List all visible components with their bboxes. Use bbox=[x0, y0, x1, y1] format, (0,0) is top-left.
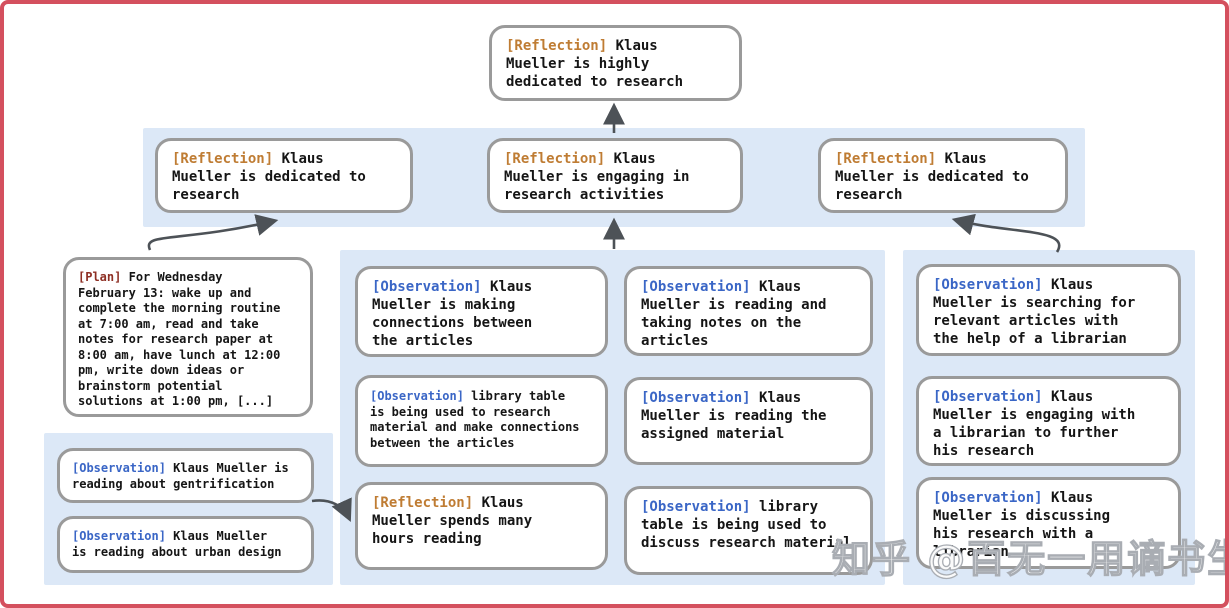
node-text: Klaus Mueller spends many hours reading bbox=[372, 495, 533, 547]
observation-tag: [Observation] bbox=[72, 529, 166, 543]
node-top-reflection: [Reflection] Klaus Mueller is highly ded… bbox=[489, 25, 742, 101]
node-text: Klaus Mueller is reading about gentrific… bbox=[72, 461, 289, 491]
observation-tag: [Observation] bbox=[372, 279, 482, 295]
observation-tag: [Observation] bbox=[933, 277, 1043, 293]
node-text: Klaus Mueller is engaging with a librari… bbox=[933, 389, 1136, 459]
node-observation-gentrification: [Observation] Klaus Mueller is reading a… bbox=[57, 448, 314, 503]
reflection-tag: [Reflection] bbox=[506, 38, 608, 54]
node-observation-assigned-material: [Observation] Klaus Mueller is reading t… bbox=[624, 377, 873, 465]
observation-tag: [Observation] bbox=[641, 499, 751, 515]
node-text: library table is being used to research … bbox=[370, 389, 580, 450]
node-observation-taking-notes: [Observation] Klaus Mueller is reading a… bbox=[624, 266, 873, 356]
node-text: library table is being used to discuss r… bbox=[641, 499, 852, 551]
node-text: Klaus Mueller is dedicated to research bbox=[172, 151, 366, 203]
node-text: Klaus Mueller is making connections betw… bbox=[372, 279, 533, 349]
reflection-tag: [Reflection] bbox=[835, 151, 937, 167]
node-text: Klaus Mueller is dedicated to research bbox=[835, 151, 1029, 203]
observation-tag: [Observation] bbox=[370, 389, 464, 403]
node-observation-urban-design: [Observation] Klaus Mueller is reading a… bbox=[57, 516, 314, 573]
node-reflection-left: [Reflection] Klaus Mueller is dedicated … bbox=[155, 138, 413, 213]
node-text: Klaus Mueller is discussing his research… bbox=[933, 490, 1111, 560]
reflection-tag: [Reflection] bbox=[504, 151, 606, 167]
node-plan: [Plan] For Wednesday February 13: wake u… bbox=[63, 257, 313, 417]
observation-tag: [Observation] bbox=[933, 490, 1043, 506]
node-text: For Wednesday February 13: wake up and c… bbox=[78, 270, 281, 408]
observation-tag: [Observation] bbox=[933, 389, 1043, 405]
node-text: Klaus Mueller is engaging in research ac… bbox=[504, 151, 690, 203]
zhihu-watermark: 知乎 @百无一用谪书生 bbox=[831, 536, 1229, 581]
observation-tag: [Observation] bbox=[641, 279, 751, 295]
node-reflection-right: [Reflection] Klaus Mueller is dedicated … bbox=[818, 138, 1068, 213]
node-observation-connections: [Observation] Klaus Mueller is making co… bbox=[355, 266, 608, 357]
node-text: Klaus Mueller is reading about urban des… bbox=[72, 529, 282, 559]
node-text: Klaus Mueller is highly dedicated to res… bbox=[506, 38, 684, 90]
plan-tag: [Plan] bbox=[78, 270, 122, 284]
node-observation-discussing-librarian: [Observation] Klaus Mueller is discussin… bbox=[916, 477, 1181, 569]
node-text: Klaus Mueller is reading the assigned ma… bbox=[641, 390, 827, 442]
observation-tag: [Observation] bbox=[72, 461, 166, 475]
node-observation-searching-articles: [Observation] Klaus Mueller is searching… bbox=[916, 264, 1181, 356]
node-reflection-middle: [Reflection] Klaus Mueller is engaging i… bbox=[487, 138, 743, 213]
reflection-tag: [Reflection] bbox=[372, 495, 474, 511]
node-reflection-hours-reading: [Reflection] Klaus Mueller spends many h… bbox=[355, 482, 608, 570]
node-observation-engaging-librarian: [Observation] Klaus Mueller is engaging … bbox=[916, 376, 1181, 466]
node-text: Klaus Mueller is reading and taking note… bbox=[641, 279, 827, 349]
observation-tag: [Observation] bbox=[641, 390, 751, 406]
node-text: Klaus Mueller is searching for relevant … bbox=[933, 277, 1136, 347]
node-observation-library-table-research: [Observation] library table is being use… bbox=[355, 375, 608, 467]
node-observation-library-table-discuss: [Observation] library table is being use… bbox=[624, 486, 873, 575]
reflection-tag: [Reflection] bbox=[172, 151, 274, 167]
